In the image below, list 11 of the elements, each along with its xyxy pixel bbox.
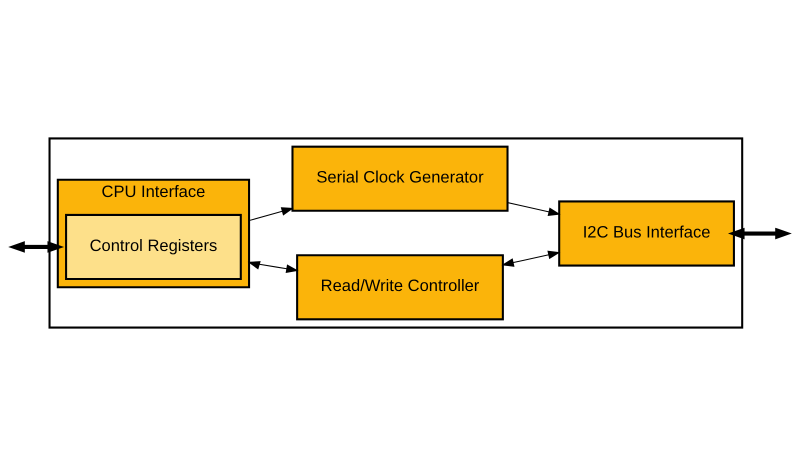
arrow <box>728 228 792 240</box>
node-box: Serial Clock Generator <box>291 146 509 212</box>
node-box: Control Registers <box>65 214 242 280</box>
node-box: Read/Write Controller <box>296 254 504 320</box>
cluster <box>48 137 744 329</box>
arrow <box>248 207 294 222</box>
arrow <box>507 202 561 216</box>
arrow <box>501 250 560 267</box>
arrow <box>248 261 299 273</box>
node-box: I2C Bus Interface <box>558 200 735 267</box>
arrow <box>8 241 64 253</box>
